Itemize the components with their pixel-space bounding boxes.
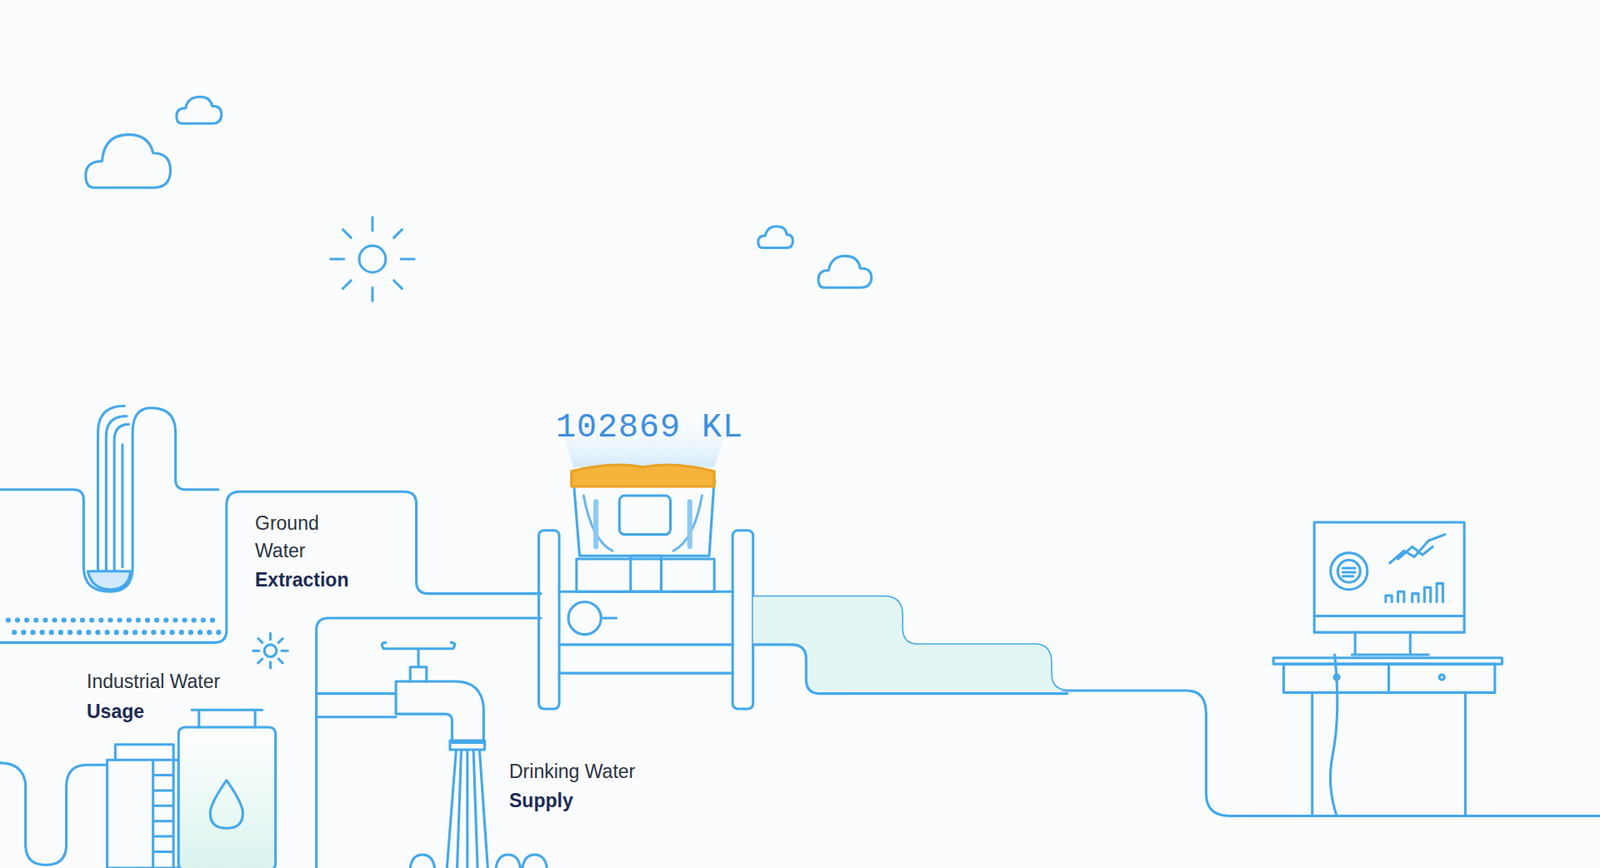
section-label: Ground Water — [255, 510, 347, 565]
section-label-bold: Usage — [86, 698, 145, 726]
section-label: Drinking Water — [509, 758, 635, 786]
meter-reading: 102869 KL — [555, 410, 744, 447]
section-label-bold: Extraction — [255, 566, 349, 595]
section-label-bold: Supply — [509, 787, 574, 815]
section-label: Industrial Water — [86, 668, 220, 696]
